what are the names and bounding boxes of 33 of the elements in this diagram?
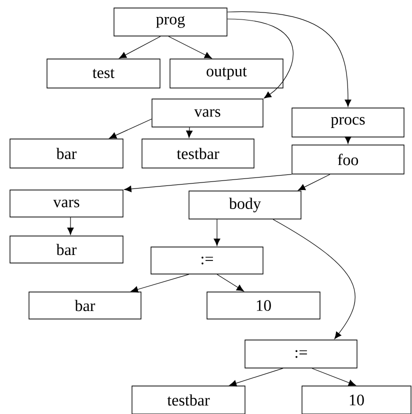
tree-node-box: bar <box>10 138 124 168</box>
tree-node-box: procs <box>292 108 404 138</box>
tree-node-box: bar <box>10 236 124 264</box>
tree-node-box: := <box>244 340 358 368</box>
arrow <box>124 174 292 192</box>
tree-node-box: vars <box>152 98 264 128</box>
arrow <box>227 12 352 107</box>
tree-node-box: := <box>150 246 264 274</box>
arrow <box>67 217 74 235</box>
arrow <box>214 219 220 246</box>
tree-node-box: bar <box>28 292 142 320</box>
tree-node-box: vars <box>10 190 124 218</box>
arrow <box>168 36 212 58</box>
tree-node-box: 10 <box>206 292 320 320</box>
tree-node-box: testbar <box>142 138 254 168</box>
arrow <box>229 368 284 386</box>
arrow <box>344 136 352 144</box>
tree-node-box: 10 <box>302 386 412 414</box>
tree-node-box: test <box>46 58 160 88</box>
tree-node-box: foo <box>292 144 404 174</box>
arrow <box>227 18 294 98</box>
arrow <box>109 118 152 138</box>
tree-node-box: body <box>188 190 302 220</box>
arrow <box>119 36 161 58</box>
arrow <box>312 368 356 386</box>
arrow <box>130 274 190 293</box>
tree-node-box: testbar <box>132 386 246 414</box>
arrow <box>298 174 330 190</box>
arrow <box>186 127 193 138</box>
tree-node-box: output <box>170 58 284 88</box>
arrow <box>272 219 356 340</box>
tree-node-box: prog <box>114 8 228 36</box>
arrow <box>216 274 244 292</box>
